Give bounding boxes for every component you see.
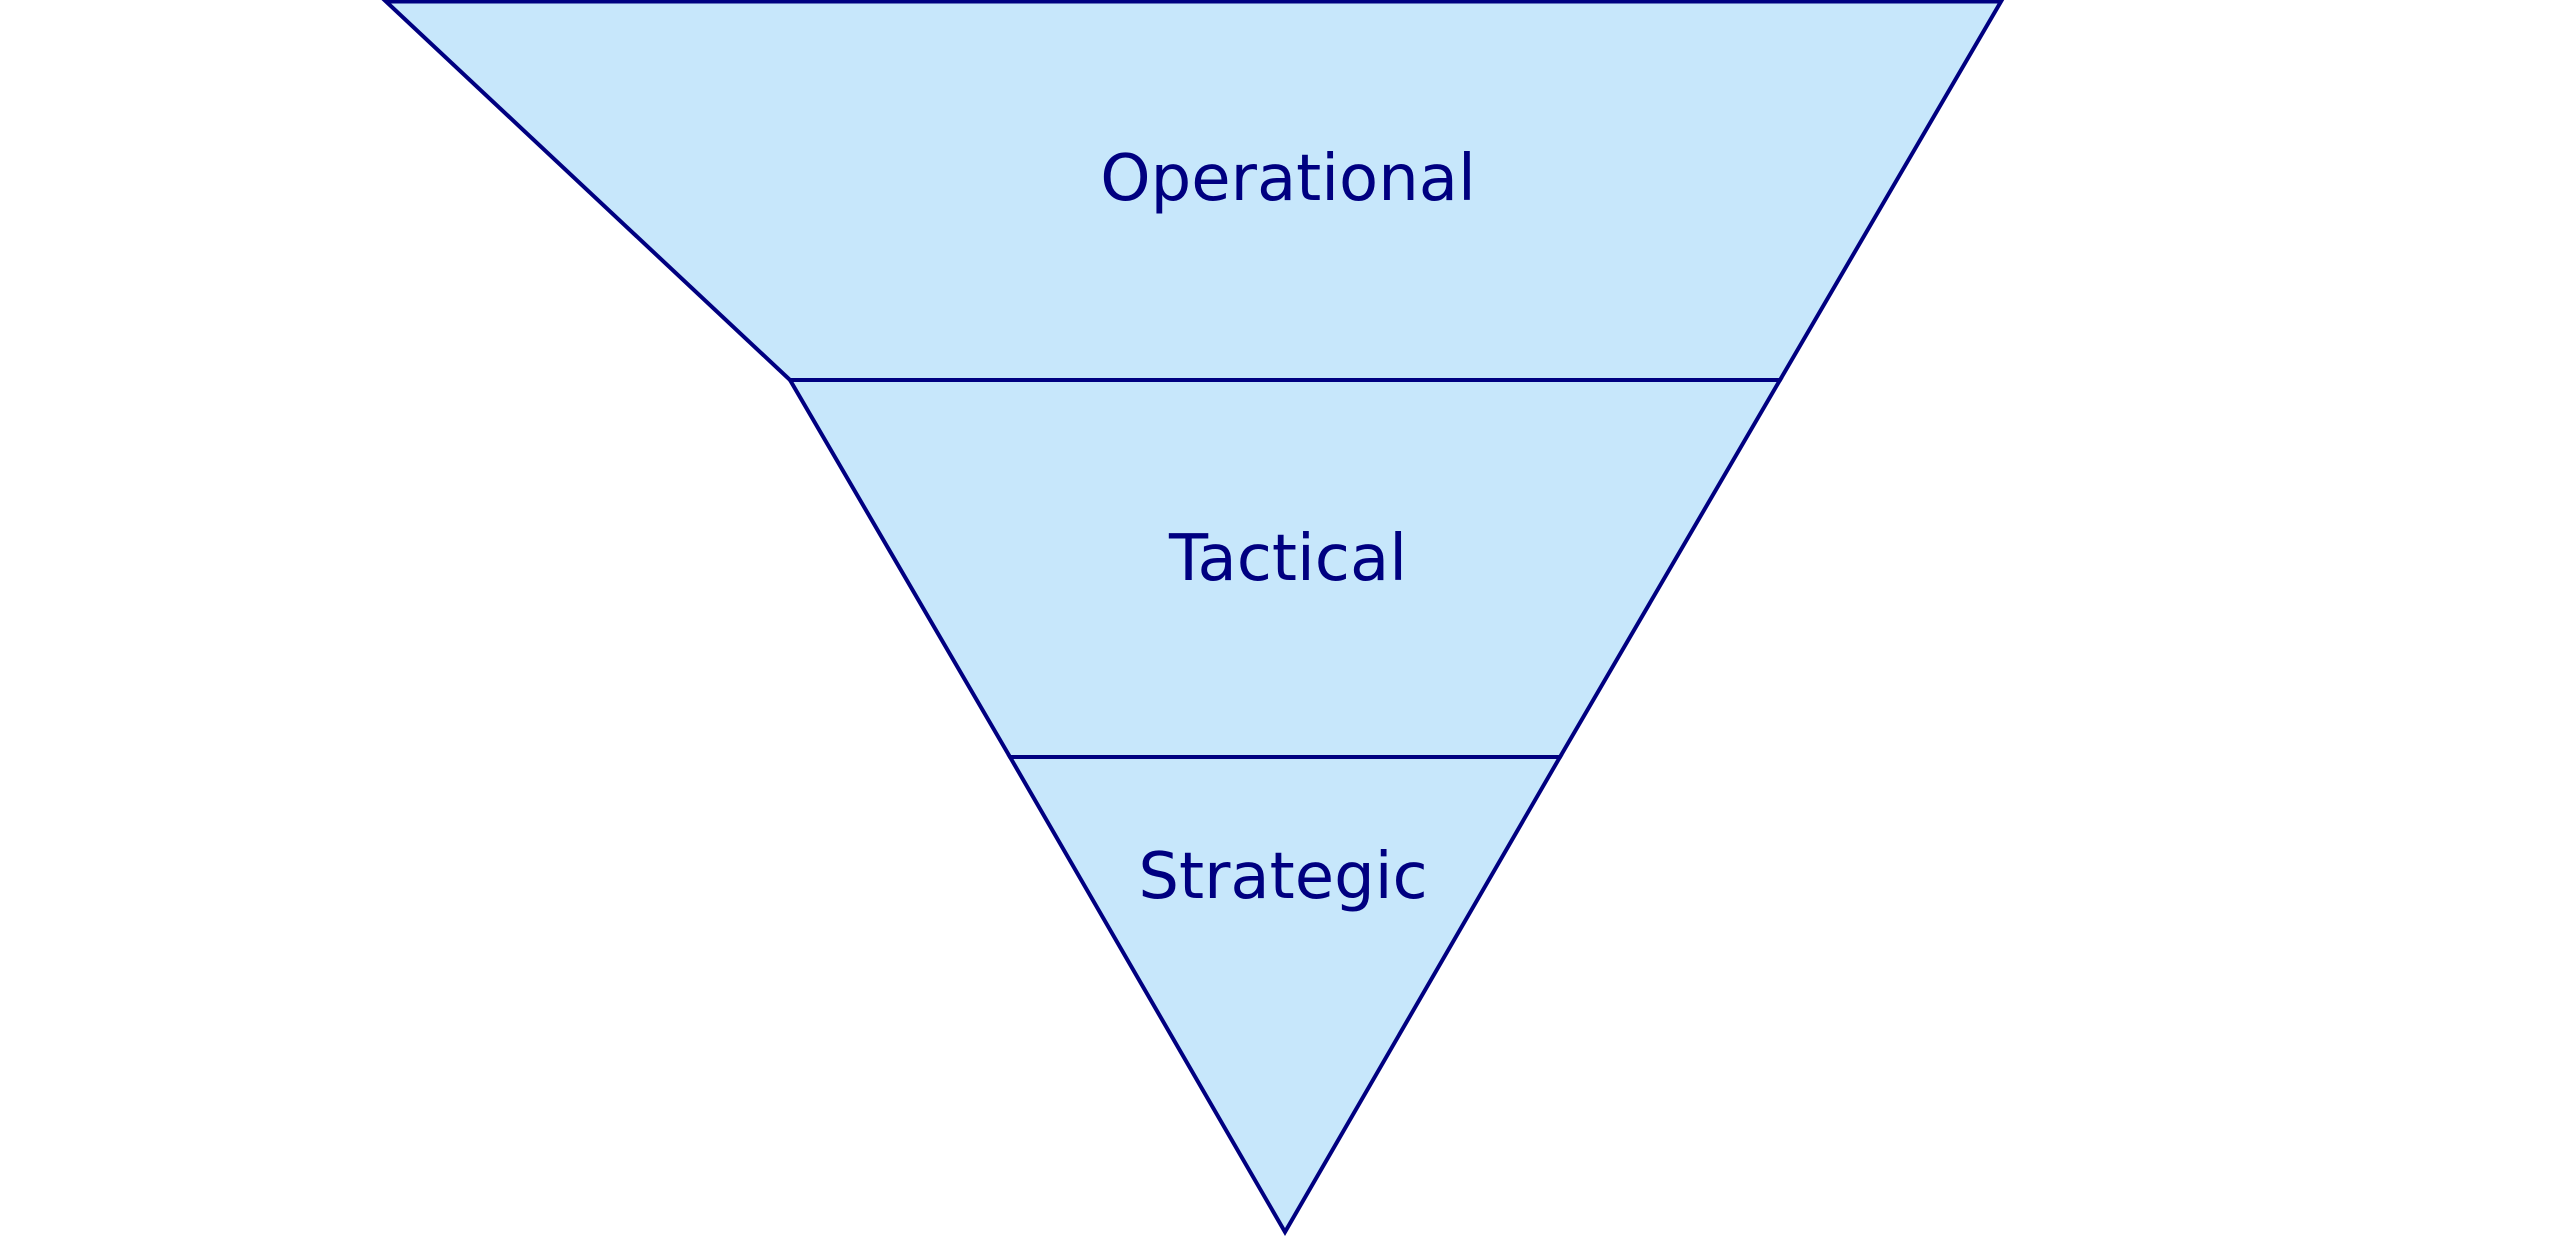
tier-strategic [1006, 755, 1564, 1236]
tier-label-strategic: Strategic [1138, 840, 1427, 914]
tier-label-operational: Operational [1100, 142, 1476, 216]
tier-label-tactical: Tactical [1168, 522, 1407, 596]
